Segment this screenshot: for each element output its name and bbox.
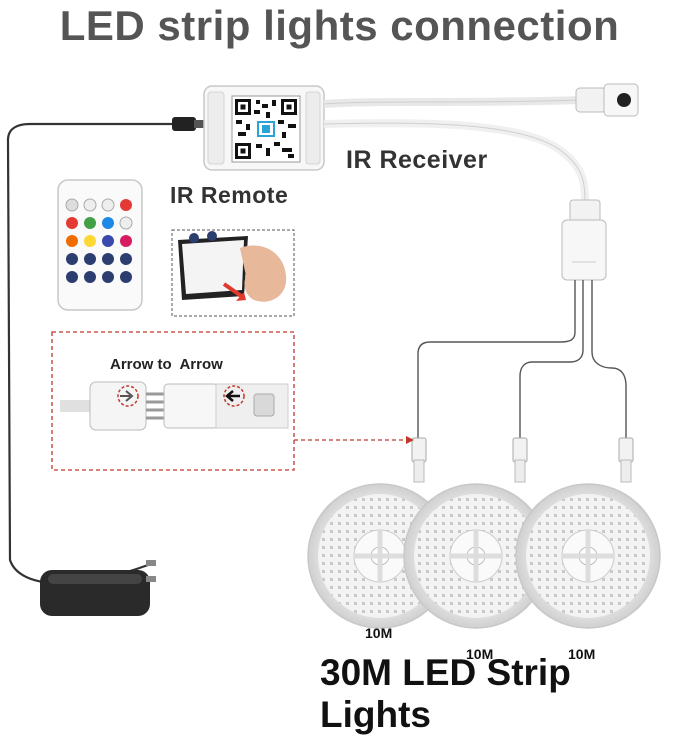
strip-length-label-1: 10M: [365, 625, 393, 641]
led-reel-3: [515, 483, 661, 629]
connection-diagram: [6, 83, 661, 629]
dc-plug: [172, 117, 208, 131]
strip-length-label-3: 10M: [568, 646, 596, 662]
output-wire-3: [591, 280, 627, 440]
connector-closeup: [60, 381, 289, 431]
qr-code: [231, 95, 301, 163]
page-title: LED strip lights connection: [59, 2, 620, 49]
splitter: [561, 199, 607, 281]
strip-connector-2: [512, 437, 528, 483]
led-reel-2: [403, 483, 549, 629]
ir-receiver-controller: [203, 85, 325, 171]
arrow-to-arrow-label: Arrow to Arrow: [110, 356, 223, 373]
strip-connector-3: [618, 437, 634, 483]
signal-cable-2-edge: [323, 122, 586, 206]
output-wire-2: [519, 280, 584, 440]
ir-receiver-plug: [575, 83, 639, 117]
signal-cable-1-edge: [323, 99, 581, 105]
arrow-callout-box: [51, 331, 295, 471]
remote-buttons: [65, 198, 133, 283]
ir-remote-label: IR Remote: [170, 182, 289, 208]
ir-remote: [57, 179, 143, 311]
power-adapter: [40, 560, 156, 616]
output-wire-1: [417, 280, 576, 440]
bottom-caption: 30M LED Strip Lights: [320, 652, 571, 735]
ir-receiver-label: IR Receiver: [346, 146, 488, 174]
battery-tab-inset: [171, 229, 295, 317]
strip-length-label-2: 10M: [466, 646, 494, 662]
strip-connector-1: [411, 437, 427, 483]
